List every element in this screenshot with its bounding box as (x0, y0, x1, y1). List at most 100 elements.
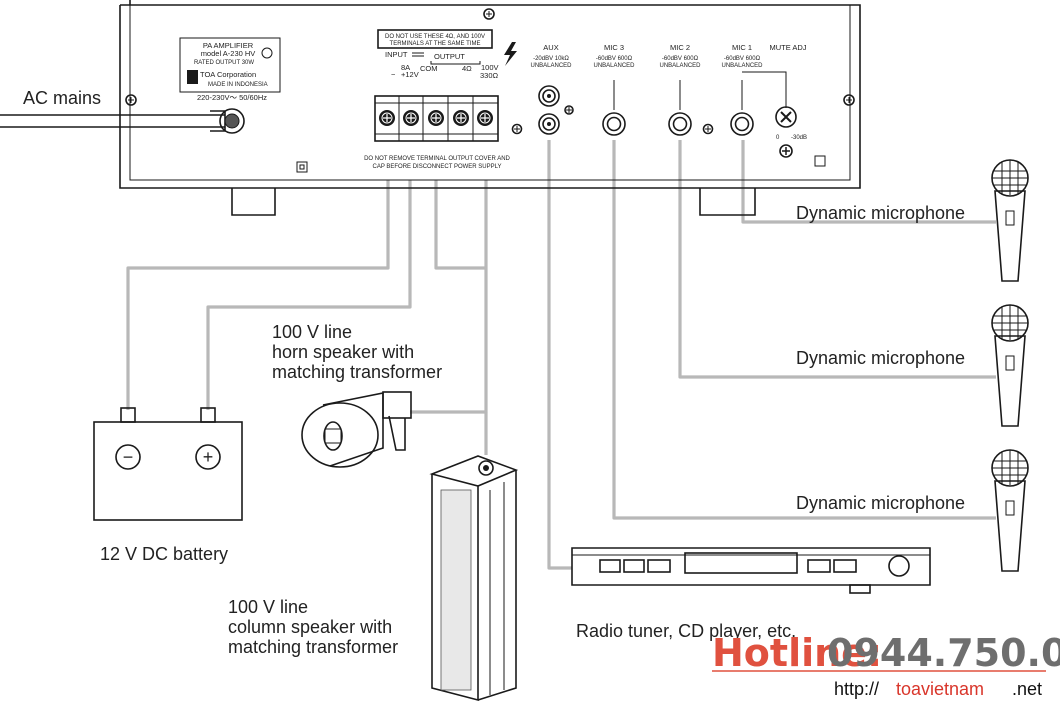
mic1-label: MIC 1 (732, 43, 752, 52)
wire-mic3 (612, 140, 996, 520)
dynamic-microphone-icon (991, 304, 1029, 427)
terminal-screw-icon (477, 110, 493, 126)
power-rating: 220-230V～ 50/60Hz (197, 93, 267, 102)
terminal-block (374, 95, 499, 142)
aux-rca-jack-lower (538, 113, 560, 135)
mute-adj-label: MUTE ADJ (769, 43, 806, 52)
column-label-line-3: matching transformer (228, 637, 398, 657)
mic3-jack (602, 80, 626, 136)
terminal-screw-icon (403, 110, 419, 126)
website-url: http:// toavietnam .net (834, 679, 1042, 699)
input-minus: − (391, 70, 396, 79)
battery-icon (93, 407, 243, 521)
wire-battery-plus (206, 180, 412, 410)
output-bracket (430, 61, 481, 65)
ground-square-icon (296, 161, 308, 173)
battery-minus-symbol: − (123, 447, 134, 467)
wire-mic1 (741, 140, 996, 224)
screw-icon (511, 123, 523, 135)
wire-battery-minus (126, 180, 390, 410)
column-label-line-2: column speaker with (228, 617, 392, 637)
dynamic-microphone-icon (991, 159, 1029, 282)
mic2-device-label: Dynamic microphone (796, 348, 965, 368)
ground-symbol-icon (814, 155, 826, 167)
ac-mains-label: AC mains (23, 88, 101, 108)
label-plate (179, 37, 281, 93)
mic2-spec: -60dBV 600Ω (662, 56, 699, 62)
mic3-type: UNBALANCED (593, 63, 635, 69)
mic3-spec: -60dBV 600Ω (596, 56, 633, 62)
wire-speaker-com (434, 180, 486, 270)
wire-mic2 (678, 140, 996, 379)
mic1-jack (730, 80, 754, 136)
aux-label: AUX (543, 43, 558, 52)
label-plate-title: PA AMPLIFIER (203, 41, 254, 50)
label-plate-model: model A-230 HV (201, 49, 256, 58)
aux-type: UNBALANCED (530, 63, 572, 69)
screw-icon (483, 8, 495, 20)
output-330ohm: 330Ω (480, 71, 499, 80)
power-cord-gland (210, 108, 245, 134)
dc-symbol-icon (412, 52, 424, 57)
wires (0, 114, 996, 570)
mic1-type: UNBALANCED (721, 63, 763, 69)
tuner-label: Radio tuner, CD player, etc. (576, 621, 796, 641)
battery-plus-symbol: + (203, 447, 214, 467)
ground-square-inner (299, 164, 305, 170)
warning-box (377, 29, 493, 49)
mute-adj-max: -30dB (791, 135, 807, 141)
warning-line-1: DO NOT USE THESE 4Ω, AND 100V (385, 34, 485, 40)
wire-aux (547, 140, 572, 570)
toa-logo-icon (187, 70, 198, 84)
screw-icon (564, 105, 574, 115)
terminal-screw-icon (453, 110, 469, 126)
label-plate-brand: TOA Corporation (200, 70, 256, 79)
terminal-note-1: DO NOT REMOVE TERMINAL OUTPUT COVER AND (364, 156, 510, 162)
horn-label-line-2: horn speaker with (272, 342, 414, 362)
aux-spec: -20dBV 10kΩ (533, 56, 569, 62)
screw-icon (125, 94, 137, 106)
high-voltage-icon (504, 42, 517, 66)
certification-mark-icon (261, 47, 273, 59)
mic3-device-label: Dynamic microphone (796, 493, 965, 513)
input-fuse: 8A (401, 63, 410, 72)
screw-icon (702, 123, 714, 135)
screw-icon (843, 94, 855, 106)
url-suffix: .net (1012, 679, 1042, 699)
output-com: COM (420, 64, 438, 73)
url-prefix: http:// (834, 679, 879, 699)
label-plate-rated: RATED OUTPUT 30W (194, 60, 254, 66)
mic2-label: MIC 2 (670, 43, 690, 52)
mute-adj-min: 0 (776, 135, 780, 141)
horn-label-line-3: matching transformer (272, 362, 442, 382)
terminal-screw-icon (379, 110, 395, 126)
amplifier-foot-right (699, 188, 756, 216)
amplifier-rear-panel: PA AMPLIFIER model A-230 HV RATED OUTPUT… (119, 0, 861, 216)
output-label: OUTPUT (434, 52, 465, 61)
column-speaker-icon (429, 455, 519, 702)
input-plus: +12V (401, 70, 419, 79)
url-brand: toavietnam (896, 679, 984, 699)
horn-label-line-1: 100 V line (272, 322, 352, 342)
mic2-jack (668, 80, 692, 136)
hotline-number: 0944.750.037 (827, 631, 1060, 675)
column-label-line-1: 100 V line (228, 597, 308, 617)
mic1-spec: -60dBV 600Ω (724, 56, 761, 62)
radio-tuner-icon (571, 547, 931, 594)
hotline-watermark: Hotline: 0944.750.037 (712, 631, 1060, 675)
horn-speaker-icon (301, 391, 412, 468)
label-plate-origin: MADE IN INDONESIA (208, 82, 268, 88)
amplifier-inner-frame (129, 5, 851, 181)
mic3-label: MIC 3 (604, 43, 624, 52)
hotline-label: Hotline: (712, 631, 882, 675)
mic1-device-label: Dynamic microphone (796, 203, 965, 223)
battery-label: 12 V DC battery (100, 544, 228, 564)
warning-line-2: TERMINALS AT THE SAME TIME (390, 41, 481, 47)
mic2-type: UNBALANCED (659, 63, 701, 69)
mute-adj-leader (742, 71, 787, 108)
mute-adj-knob (775, 106, 797, 128)
input-label: INPUT (385, 50, 408, 59)
amplifier-foot-left (231, 188, 276, 216)
dynamic-microphone-icon (991, 449, 1029, 572)
